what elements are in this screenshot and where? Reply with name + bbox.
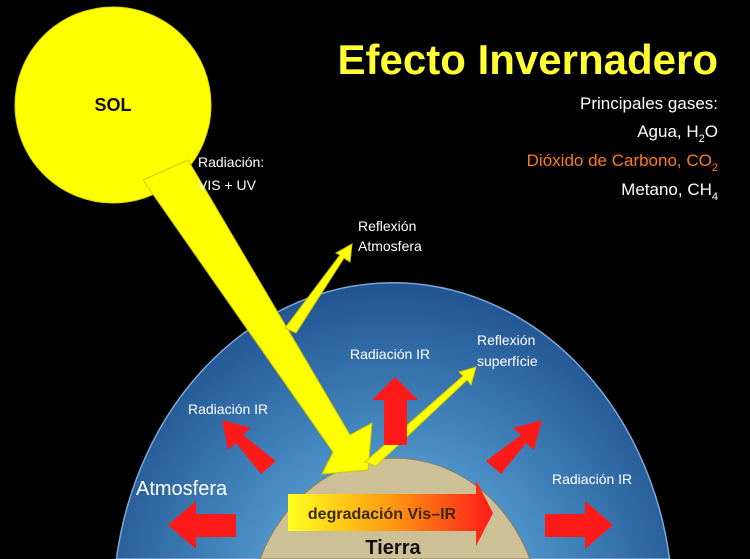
incoming-label-1: Radiación: [198, 154, 264, 170]
ir-arrows [168, 377, 613, 549]
gas-subscript: 2 [712, 162, 718, 174]
ir-arrow-left [168, 501, 236, 549]
ir-label-left: Radiación IR [188, 401, 268, 417]
incoming-label-2: VIS + UV [198, 177, 257, 193]
gas-name: Agua, H [637, 122, 698, 141]
incoming-radiation-arrow [142, 159, 373, 475]
gas-subscript: 2 [699, 133, 705, 145]
ir-arrow-right [545, 501, 613, 549]
gas-name: Metano, CH [621, 180, 712, 199]
gases-heading: Principales gases: [580, 94, 718, 113]
page-title: Efecto Invernadero [338, 36, 718, 83]
gas-name: Dióxido de Carbono, CO [527, 151, 712, 170]
gas-suffix: O [705, 122, 718, 141]
gas-methane: Metano, CH4 [621, 180, 718, 203]
sun-label: SOL [94, 95, 131, 115]
surface-reflection-label-2: superfície [477, 353, 538, 369]
degradation-arrow [288, 480, 493, 546]
atm-reflection-label-2: Atmosfera [358, 238, 422, 254]
sun [14, 6, 212, 204]
ir-arrow-up [372, 377, 418, 445]
atmosphere-label: Atmosfera [136, 478, 228, 500]
gas-water: Agua, H2O [637, 122, 718, 145]
atm-reflection-label-1: Reflexión [358, 218, 416, 234]
gas-subscript: 4 [712, 191, 718, 203]
earth-label: Tierra [365, 537, 421, 559]
ir-label-top: Radiación IR [350, 346, 430, 362]
ir-label-right: Radiación IR [552, 471, 632, 487]
atmosphere-reflection-arrow [284, 243, 353, 334]
gas-co2: Dióxido de Carbono, CO2 [527, 151, 718, 174]
degradation-label: degradación Vis–IR [308, 506, 457, 523]
surface-reflection-label-1: Reflexión [477, 332, 535, 348]
ir-arrow-up-left [222, 420, 276, 474]
ir-arrow-up-right [486, 420, 542, 474]
